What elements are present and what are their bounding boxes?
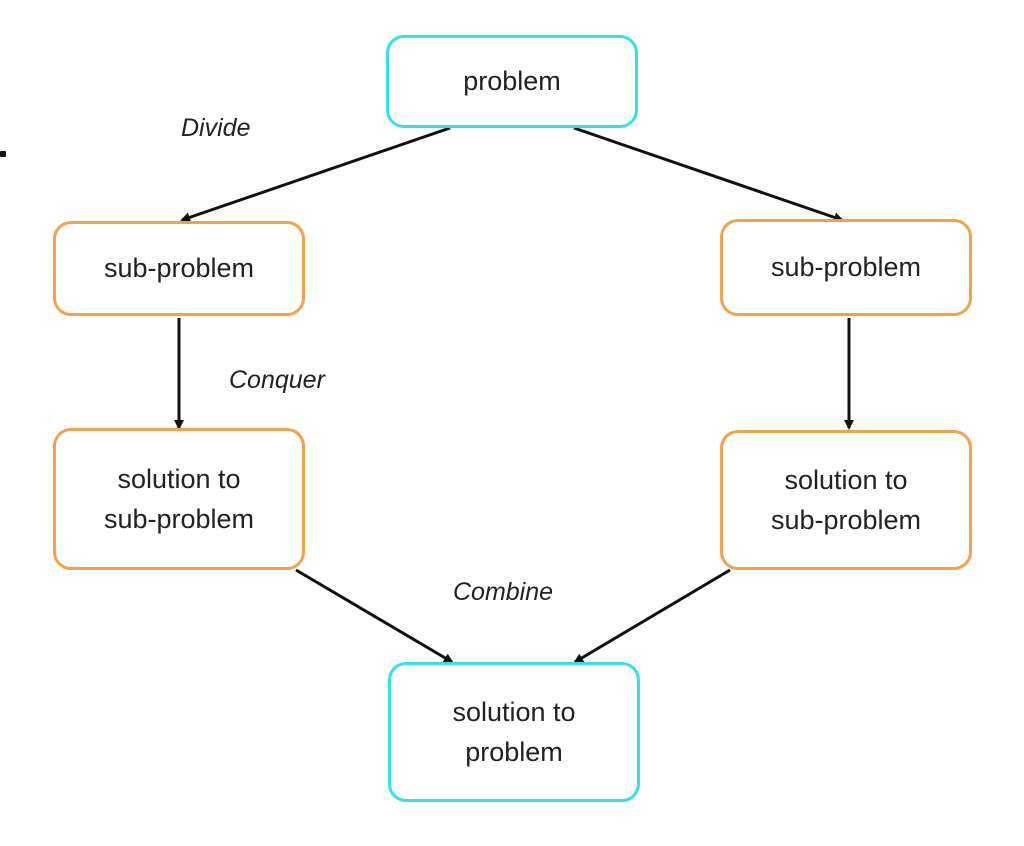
solution-sub-left-line-1: solution to bbox=[117, 463, 241, 494]
problem-node: problem bbox=[386, 35, 638, 128]
solution-sub-left-node: solution to sub-problem bbox=[53, 428, 305, 570]
solution-sub-right-line-2: sub-problem bbox=[770, 505, 922, 535]
arrow-sol-right-to-final bbox=[573, 568, 731, 664]
sub-problem-right-node: sub-problem bbox=[720, 219, 972, 316]
stray-dot bbox=[0, 151, 6, 157]
solution-sub-right-node: solution to sub-problem bbox=[720, 430, 972, 570]
solution-problem-node: solution to problem bbox=[388, 662, 640, 802]
problem-node-text: problem bbox=[463, 66, 561, 97]
solution-problem-line-2: problem bbox=[465, 737, 563, 767]
solution-sub-right-line-1: solution to bbox=[784, 464, 908, 495]
arrow-problem-to-sub-left bbox=[180, 126, 451, 223]
solution-sub-left-line-2: sub-problem bbox=[103, 504, 255, 534]
divide-label: Divide bbox=[181, 114, 251, 142]
sub-problem-left-node: sub-problem bbox=[53, 221, 305, 316]
solution-problem-line-1: solution to bbox=[452, 696, 576, 727]
arrow-problem-to-sub-right bbox=[573, 126, 844, 223]
arrow-sol-left-to-final bbox=[295, 568, 454, 664]
conquer-label: Conquer bbox=[229, 366, 325, 394]
combine-label: Combine bbox=[453, 578, 554, 606]
sub-problem-right-text: sub-problem bbox=[770, 252, 922, 283]
sub-problem-left-text: sub-problem bbox=[103, 253, 255, 284]
